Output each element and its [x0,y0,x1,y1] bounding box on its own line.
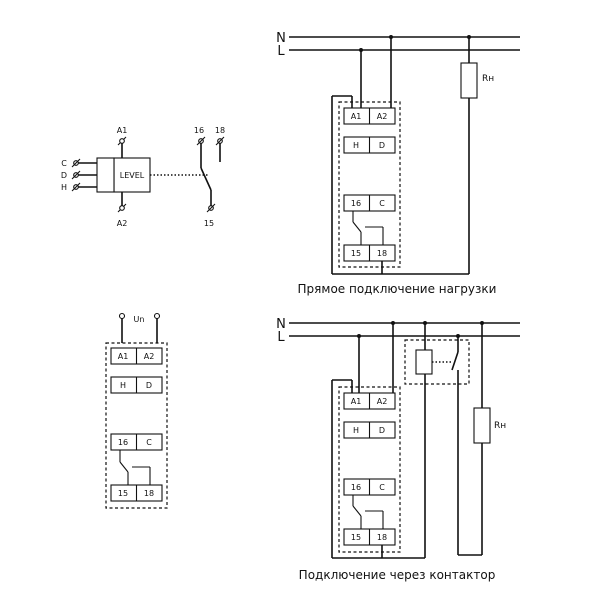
contactor-a1: A1 [351,397,362,406]
direct-connection: N L Rн A1 A2 H D 16 C 15 18 [276,31,520,296]
contactor-connection: N L Rн A1 A2 [276,317,520,582]
contactor-18: 18 [377,533,387,542]
device-layout: Un A1 A2 H D 16 C 15 18 [105,312,168,509]
symbol-d-label: D [61,171,67,180]
direct-d: D [379,141,385,150]
device-a1: A1 [118,352,129,361]
contactor-n-label: N [276,317,286,332]
contactor-load-resistor [473,407,491,444]
direct-c: C [379,199,385,208]
un-label: Un [134,315,145,324]
device-18: 18 [144,489,154,498]
direct-a2: A2 [377,112,388,121]
device-c: C [146,438,152,447]
direct-load-resistor [460,62,478,99]
device-16: 16 [118,438,128,447]
symbol-h-label: H [61,183,67,192]
symbol-a1-label: A1 [117,126,128,135]
direct-n-label: N [276,31,286,46]
direct-h: H [353,141,359,150]
direct-16: 16 [351,199,361,208]
contactor-d: D [379,426,385,435]
device-a2: A2 [144,352,155,361]
contactor-16: 16 [351,483,361,492]
direct-device-outline [338,101,401,268]
symbol-c-label: C [61,159,67,168]
level-box-side [96,157,115,193]
device-h: H [120,381,126,390]
contactor-c: C [379,483,385,492]
contactor-15: 15 [351,533,361,542]
contactor-load-label: Rн [494,421,506,431]
contactor-device-outline [338,386,401,553]
direct-a1: A1 [351,112,362,121]
direct-caption: Прямое подключение нагрузки [298,282,497,296]
contactor-caption: Подключение через контактор [299,568,496,582]
contactor-outline [404,339,470,385]
contactor-a2: A2 [377,397,388,406]
direct-load-label: Rн [482,74,494,84]
relay-symbol: LEVEL A1 A2 C D H 16 [61,126,225,228]
symbol-a2-label: A2 [117,219,128,228]
direct-l-label: L [277,44,285,59]
symbol-18-label: 18 [215,126,225,135]
direct-15: 15 [351,249,361,258]
level-box-label: LEVEL [120,171,145,180]
contactor-coil [415,349,433,375]
contactor-l-label: L [277,330,285,345]
device-15: 15 [118,489,128,498]
contactor-h: H [353,426,359,435]
device-d: D [146,381,152,390]
symbol-16-label: 16 [194,126,204,135]
direct-18: 18 [377,249,387,258]
device-outline [105,342,168,509]
symbol-15-label: 15 [204,219,214,228]
